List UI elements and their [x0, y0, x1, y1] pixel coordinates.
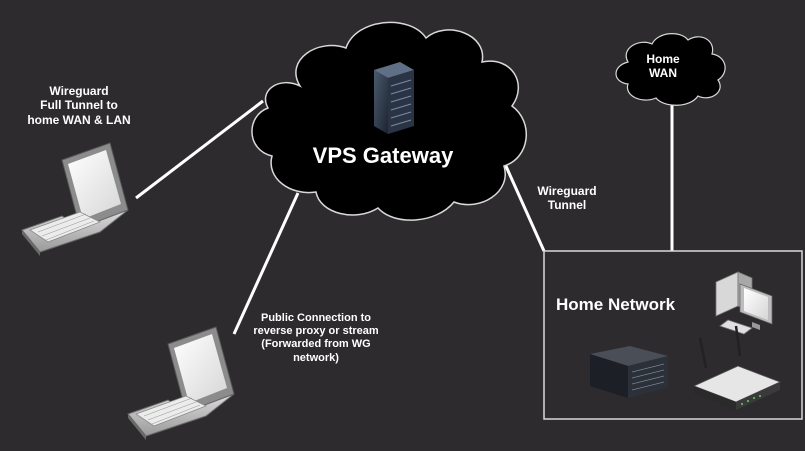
- home-wan-cloud: [615, 33, 726, 106]
- laptop-icon-remote: [21, 142, 129, 256]
- home-network-box: [543, 250, 803, 420]
- link-laptop-to-vps: [135, 99, 264, 200]
- nas-storage-icon: [590, 346, 668, 398]
- laptop-icon-public: [127, 326, 235, 440]
- public-connection-label: Public Connection to reverse proxy or st…: [253, 312, 379, 364]
- laptop-tunnel-label: Wireguard Full Tunnel to home WAN & LAN: [27, 84, 131, 127]
- home-network-label: Home Network: [556, 295, 676, 314]
- server-rack-icon: [374, 62, 414, 134]
- desktop-computer-icon: [715, 271, 773, 335]
- wifi-router-icon: [692, 325, 782, 410]
- link-public-laptop-to-vps: [232, 192, 300, 335]
- link-vps-to-home: [503, 163, 546, 252]
- vps-gateway-label: VPS Gateway: [312, 143, 454, 168]
- connection-lines: [135, 99, 674, 335]
- wireguard-tunnel-label: Wireguard Tunnel: [537, 184, 597, 213]
- home-wan-label: Home WAN: [646, 52, 680, 81]
